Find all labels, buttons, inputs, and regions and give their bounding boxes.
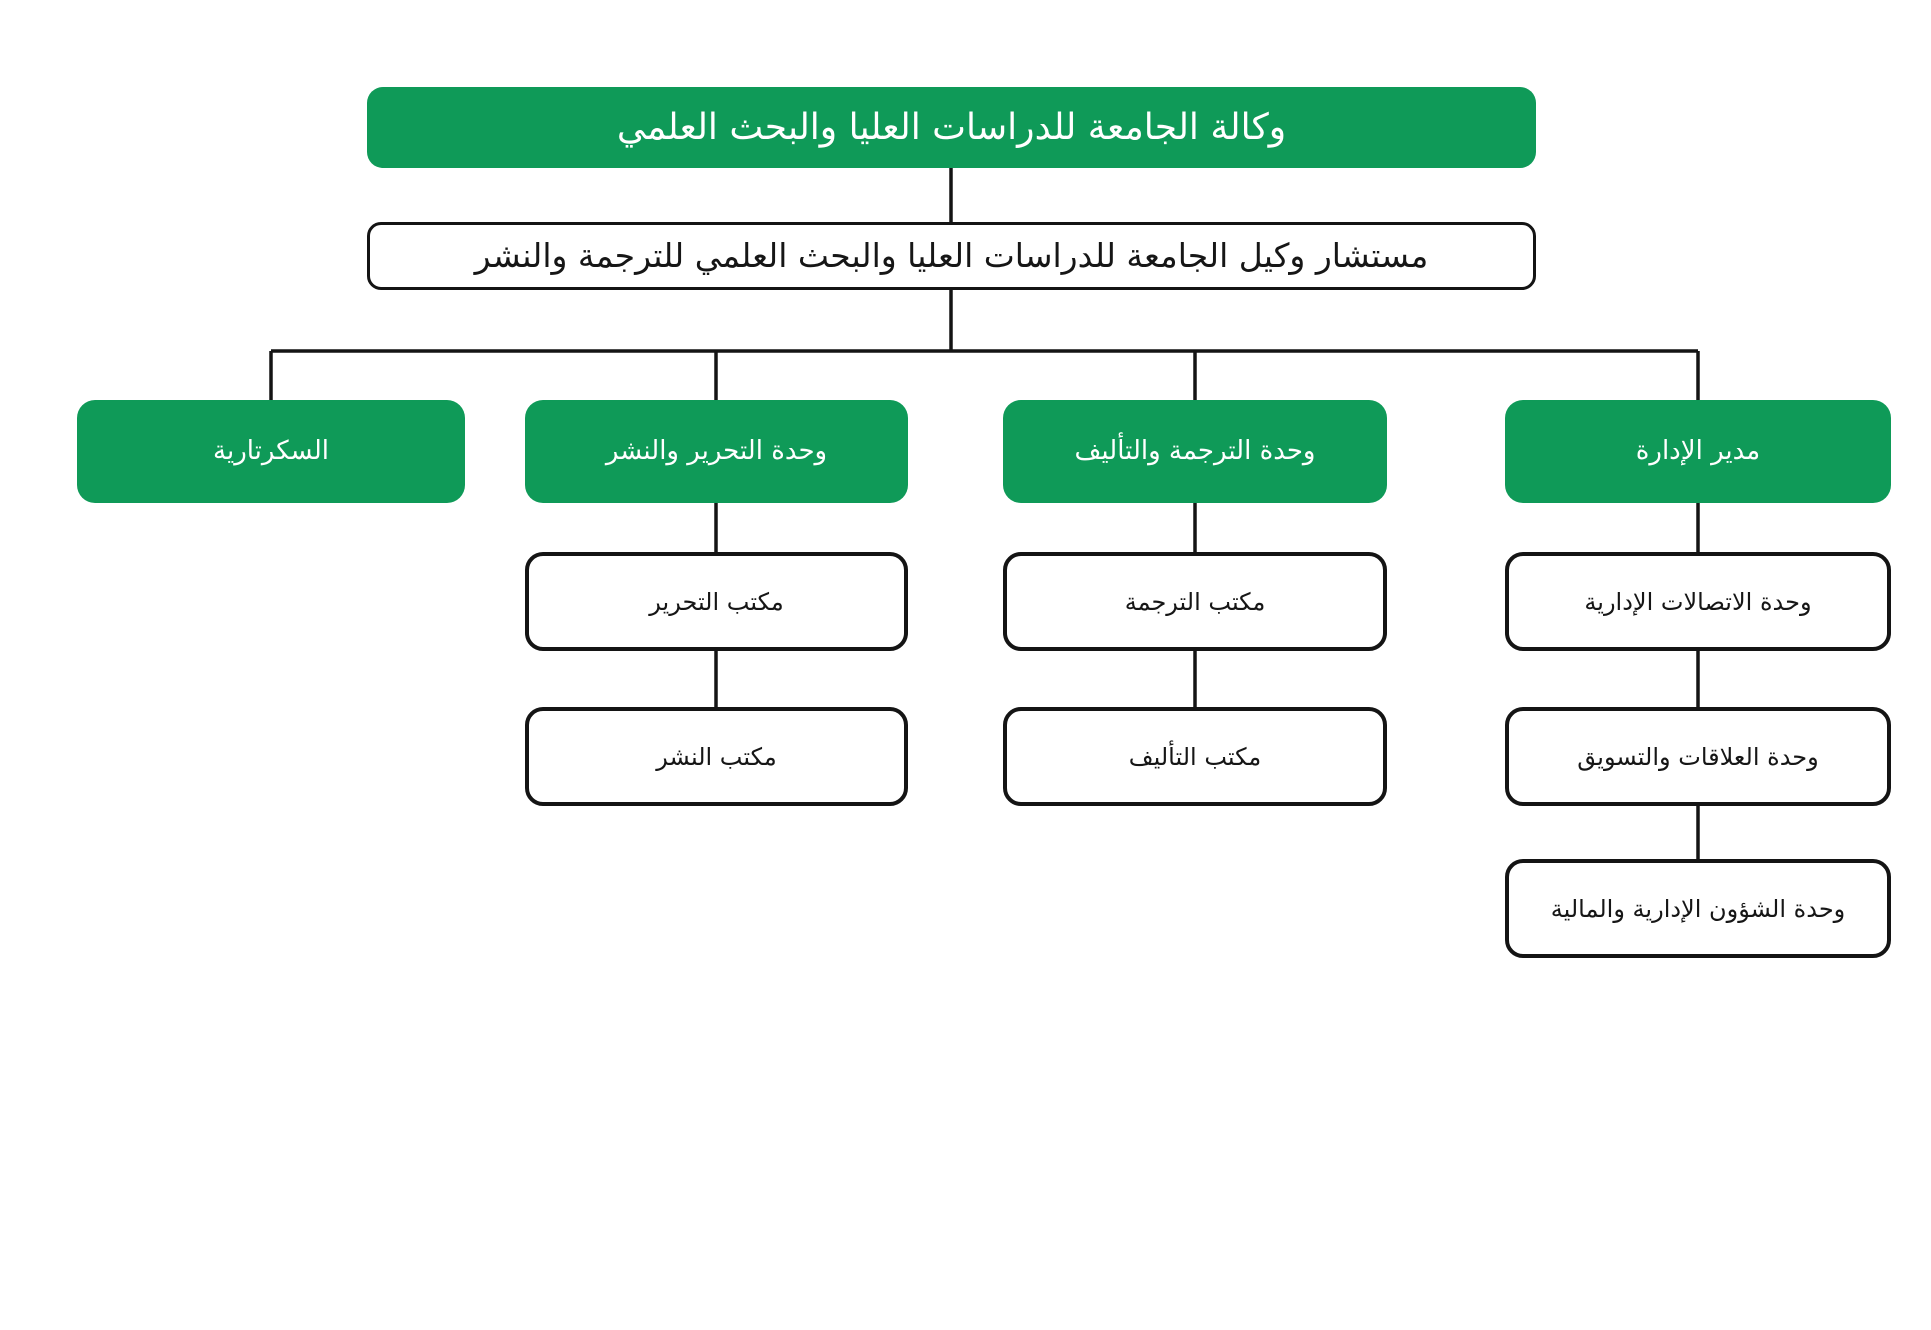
node-publishing-office[interactable]: مكتب النشر <box>525 707 908 806</box>
node-admin-financial-affairs-unit[interactable]: وحدة الشؤون الإدارية والمالية <box>1505 859 1891 958</box>
node-vice-rector-advisor[interactable]: مستشار وكيل الجامعة للدراسات العليا والب… <box>367 222 1536 290</box>
node-authoring-office[interactable]: مكتب التأليف <box>1003 707 1387 806</box>
node-admin-communications-unit[interactable]: وحدة الاتصالات الإدارية <box>1505 552 1891 651</box>
node-translation-authoring-unit[interactable]: وحدة الترجمة والتأليف <box>1003 400 1387 503</box>
node-secretariat[interactable]: السكرتارية <box>77 400 465 503</box>
node-editing-office[interactable]: مكتب التحرير <box>525 552 908 651</box>
node-university-agency[interactable]: وكالة الجامعة للدراسات العليا والبحث الع… <box>367 87 1536 168</box>
node-administration-director[interactable]: مدير الإدارة <box>1505 400 1891 503</box>
node-translation-office[interactable]: مكتب الترجمة <box>1003 552 1387 651</box>
node-editing-publishing-unit[interactable]: وحدة التحرير والنشر <box>525 400 908 503</box>
node-relations-marketing-unit[interactable]: وحدة العلاقات والتسويق <box>1505 707 1891 806</box>
